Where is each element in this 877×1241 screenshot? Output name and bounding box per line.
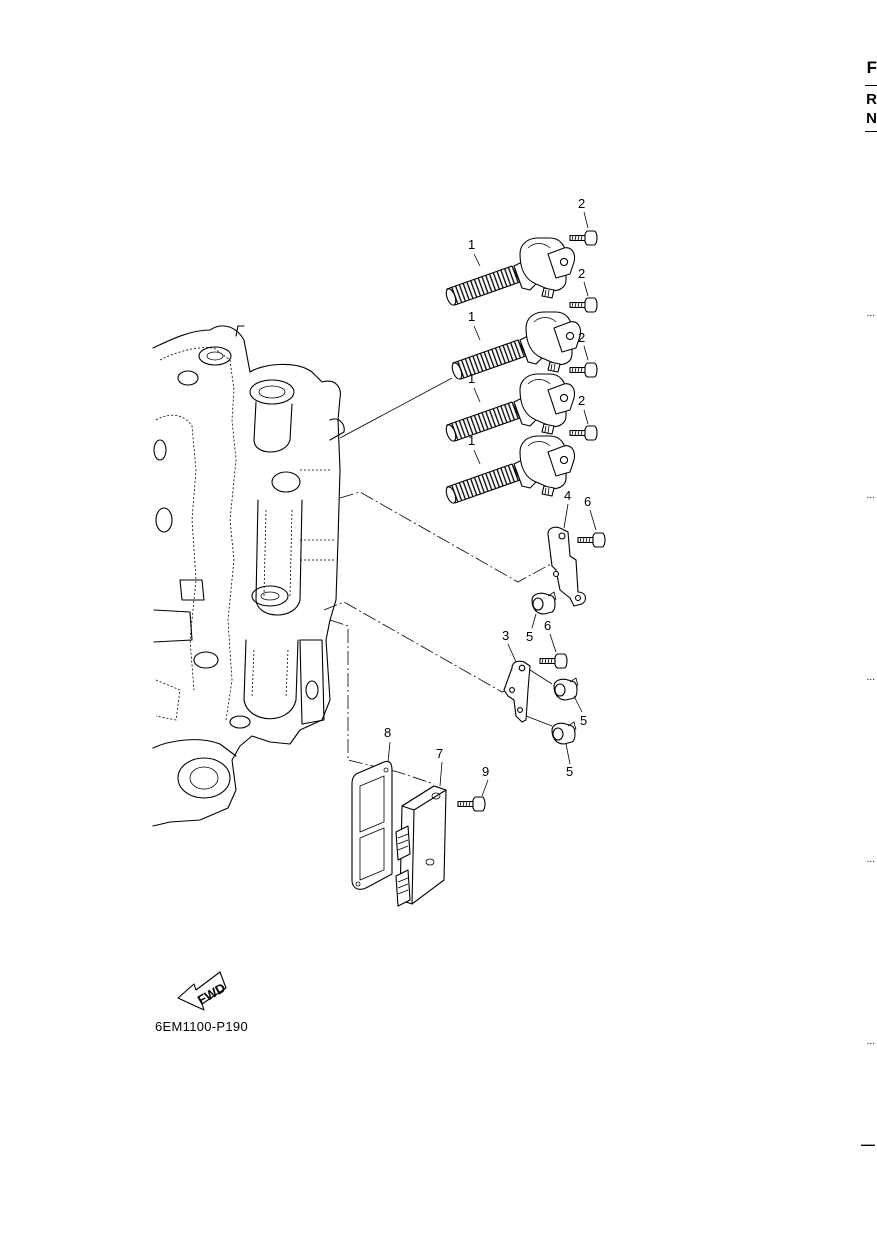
callout-bracket-lower: 3 [502, 628, 509, 643]
ecu-bolt [457, 796, 486, 812]
coil-bolt [569, 297, 598, 313]
callout-coil: 1 [468, 237, 475, 252]
engine-block-illustration [152, 325, 345, 827]
cable-clamp [531, 591, 557, 615]
margin-letter-f: F [866, 58, 877, 77]
coil-bolt [569, 362, 598, 378]
bracket-upper [547, 526, 587, 607]
callout-ecu: 7 [436, 746, 443, 761]
cable-clamp [551, 721, 577, 745]
ignition-coil [443, 373, 576, 443]
margin-rule [865, 85, 877, 86]
coil-bolt [569, 230, 598, 246]
bracket-lower [503, 660, 553, 727]
bracket-bolt [577, 532, 606, 548]
ignition-coil [443, 435, 576, 505]
callout-bolt-upper: 6 [584, 494, 591, 509]
callout-ecu-bolt: 9 [482, 764, 489, 779]
margin-tick: ... [866, 672, 875, 683]
callout-coil: 1 [468, 371, 475, 386]
margin-tick: ... [866, 308, 875, 319]
diagram-reference-code: 6EM1100-P190 [155, 1019, 248, 1034]
callout-clamp: 5 [526, 629, 533, 644]
coil-bolt [569, 425, 598, 441]
callout-gasket: 8 [384, 725, 391, 740]
callout-bracket-upper: 4 [564, 488, 571, 503]
margin-letter-n: N [866, 110, 877, 127]
forward-direction-arrow: FWD [177, 971, 228, 1011]
margin-tick: ... [866, 1036, 875, 1047]
margin-tick: ... [866, 490, 875, 501]
bracket-bolt [539, 653, 568, 669]
callout-coil: 1 [468, 433, 475, 448]
callout-bolt: 2 [578, 266, 585, 281]
ecu-gasket [351, 760, 393, 890]
callout-clamp: 5 [566, 764, 573, 779]
margin-rule [865, 131, 877, 132]
margin-tick: ... [866, 854, 875, 865]
margin-tick: — [861, 1136, 875, 1152]
callout-coil: 1 [468, 309, 475, 324]
ignition-coil [443, 237, 576, 307]
ecu-module [395, 785, 447, 907]
margin-letter-r: R [866, 91, 877, 108]
callout-bolt-lower: 6 [544, 618, 551, 633]
leader-lines [323, 377, 559, 785]
callout-clamp: 5 [580, 713, 587, 728]
callout-bolt: 2 [578, 330, 585, 345]
callout-bolt: 2 [578, 196, 585, 211]
callout-bolt: 2 [578, 393, 585, 408]
callout-labels: 1 1 1 1 2 2 2 2 4 6 5 3 6 5 5 8 7 9 [384, 196, 597, 797]
